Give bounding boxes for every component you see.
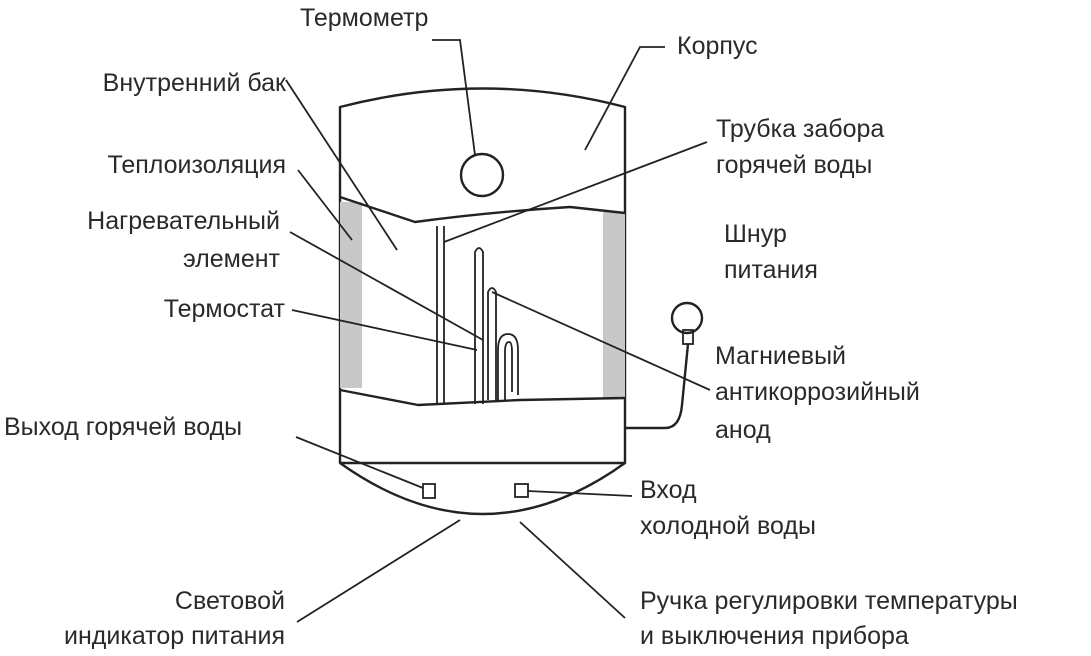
cold-water-inlet-connector: [514, 483, 529, 498]
label-hot-water-pipe-line2: горячей воды: [716, 151, 873, 179]
insulation-right: [603, 212, 625, 398]
leader-body: [584, 46, 665, 151]
thermometer-dial: [459, 152, 505, 198]
label-heating-element-line1: Нагревательный: [87, 207, 280, 235]
leader-hot-water-outlet: [295, 436, 424, 489]
leader-thermometer: [432, 39, 476, 156]
label-heating-element-line2: элемент: [182, 245, 280, 273]
label-hot-water-pipe-line1: Трубка забора: [716, 115, 885, 143]
leader-power-indicator: [296, 519, 461, 623]
label-magnesium-anode-line3: анод: [715, 416, 771, 444]
leader-cold-water-inlet: [527, 490, 633, 497]
leader-inner-tank: [285, 79, 398, 251]
leader-lines: [285, 39, 711, 623]
leader-magnesium-anode: [491, 291, 711, 391]
label-insulation: Теплоизоляция: [107, 151, 286, 179]
label-thermometer: Термометр: [300, 4, 429, 32]
heater-body: [338, 87, 627, 516]
leader-hot-water-pipe: [443, 141, 708, 243]
magnesium-anode: [487, 287, 497, 400]
label-power-cord-line2: питания: [724, 256, 818, 284]
insulation-left: [340, 202, 362, 388]
label-hot-water-outlet: Выход горячей воды: [4, 413, 243, 441]
label-thermostat: Термостат: [163, 295, 285, 323]
label-temp-knob-line1: Ручка регулировки температуры: [640, 587, 1018, 615]
heating-element: [474, 247, 484, 404]
inner-tank-top: [339, 195, 626, 224]
label-body: Корпус: [677, 32, 758, 60]
label-power-indicator-line1: Световой: [174, 587, 285, 615]
leader-temp-knob: [519, 521, 626, 619]
label-magnesium-anode-line2: антикоррозийный: [715, 378, 920, 406]
label-inner-tank: Внутренний бак: [102, 69, 286, 97]
leader-thermostat: [291, 309, 478, 351]
label-magnesium-anode-line1: Магниевый: [715, 342, 847, 370]
power-cord: [625, 301, 704, 430]
label-temp-knob-line2: и выключения прибора: [640, 622, 909, 650]
leader-insulation: [297, 169, 353, 241]
leader-heating-element: [289, 231, 484, 341]
hot-water-pipe: [436, 226, 445, 405]
hot-water-outlet-connector: [422, 483, 436, 499]
label-cold-water-inlet-line1: Вход: [640, 476, 697, 504]
label-power-cord-line1: Шнур: [724, 220, 787, 248]
label-cold-water-inlet-line2: холодной воды: [640, 512, 816, 540]
thermostat: [497, 333, 519, 400]
inner-tank-bottom: [339, 388, 626, 407]
label-power-indicator-line2: индикатор питания: [64, 622, 285, 650]
